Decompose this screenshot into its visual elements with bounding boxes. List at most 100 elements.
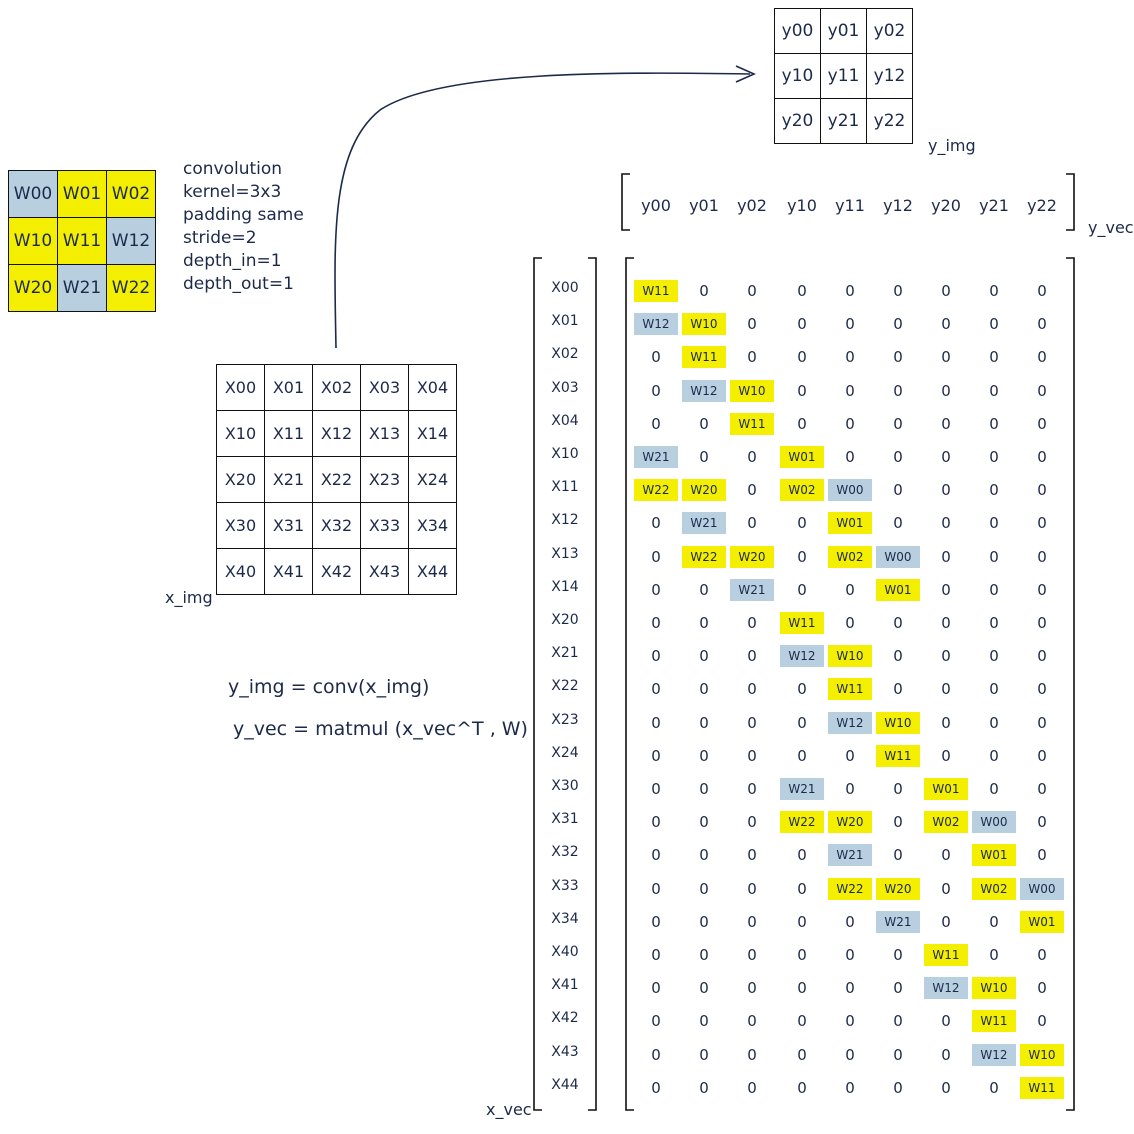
w-matrix-zero: 0	[699, 282, 709, 300]
w-matrix-zero: 0	[651, 879, 661, 898]
w-matrix-zero: 0	[893, 514, 903, 533]
w-matrix-zero: 0	[1037, 813, 1047, 832]
w-matrix-zero: 0	[1037, 481, 1047, 500]
w-matrix-zero: 0	[747, 680, 757, 699]
w-matrix-weight: W10	[876, 711, 920, 734]
w-matrix-zero: 0	[941, 448, 951, 466]
x-vec-item: X43	[551, 1043, 579, 1060]
w-matrix-zero: 0	[797, 912, 807, 931]
y-img-cell: y02	[866, 8, 913, 54]
kernel-cell: W10	[8, 217, 58, 265]
w-matrix-zero: 0	[893, 448, 903, 466]
w-matrix-zero: 0	[989, 381, 999, 400]
w-matrix-zero: 0	[941, 912, 951, 931]
w-matrix-zero: 0	[797, 680, 807, 699]
x-vec-item: X42	[551, 1010, 579, 1027]
w-matrix-zero: 0	[845, 1045, 855, 1064]
w-matrix-weight: W02	[924, 811, 968, 834]
x-img-cell: X40	[216, 548, 265, 595]
w-matrix-zero: 0	[747, 614, 757, 632]
w-matrix-zero: 0	[797, 580, 807, 599]
w-matrix-zero: 0	[1037, 746, 1047, 765]
conv-arrow	[334, 65, 756, 349]
w-matrix-zero: 0	[747, 746, 757, 765]
w-matrix-zero: 0	[747, 348, 757, 367]
w-matrix-zero: 0	[699, 746, 709, 765]
x-vec-item: X41	[551, 977, 579, 994]
w-matrix-zero: 0	[989, 547, 999, 566]
w-matrix-weight: W22	[634, 479, 678, 502]
w-matrix-zero: 0	[1037, 547, 1047, 566]
w-matrix-zero: 0	[747, 647, 757, 666]
w-matrix-zero: 0	[1037, 946, 1047, 964]
w-matrix-zero: 0	[1037, 381, 1047, 400]
w-matrix-weight: W22	[682, 545, 726, 568]
w-matrix-weight: W21	[634, 446, 678, 468]
w-matrix-zero: 0	[797, 1078, 807, 1097]
x-vec-item: X22	[551, 678, 579, 695]
w-matrix-zero: 0	[699, 647, 709, 666]
w-matrix-zero: 0	[651, 647, 661, 666]
x-img-cell: X41	[264, 548, 313, 595]
w-matrix-zero: 0	[941, 1045, 951, 1064]
w-matrix-zero: 0	[893, 614, 903, 632]
y-vec-item: y21	[979, 196, 1009, 215]
y-img-cell: y21	[820, 98, 867, 144]
w-matrix-zero: 0	[699, 448, 709, 466]
x-img-cell: X44	[408, 548, 457, 595]
w-matrix-zero: 0	[941, 315, 951, 334]
w-matrix-zero: 0	[651, 381, 661, 400]
w-matrix-zero: 0	[1037, 713, 1047, 732]
w-matrix-zero: 0	[845, 780, 855, 798]
w-matrix-zero: 0	[651, 348, 661, 367]
w-matrix-zero: 0	[845, 282, 855, 300]
equation-yimg: y_img = conv(x_img)	[228, 676, 430, 698]
y-vec-item: y22	[1027, 196, 1057, 215]
y-img-cell: y12	[866, 53, 913, 99]
kernel-cell: W12	[106, 217, 156, 265]
w-matrix-zero: 0	[797, 1045, 807, 1064]
w-matrix-zero: 0	[699, 912, 709, 931]
w-matrix-weight: W21	[828, 844, 872, 867]
w-matrix-zero: 0	[651, 979, 661, 998]
w-matrix-zero: 0	[989, 315, 999, 334]
w-matrix-weight: W00	[876, 545, 920, 568]
w-matrix-zero: 0	[1037, 1012, 1047, 1031]
w-matrix-zero: 0	[651, 946, 661, 964]
w-matrix-zero: 0	[893, 813, 903, 832]
x-img-cell: X11	[264, 410, 313, 457]
w-matrix-weight: W10	[730, 379, 774, 402]
w-matrix-zero: 0	[989, 348, 999, 367]
y-vec-item: y02	[737, 196, 767, 215]
w-matrix-zero: 0	[893, 680, 903, 699]
w-matrix-zero: 0	[941, 879, 951, 898]
w-matrix-zero: 0	[845, 348, 855, 367]
w-matrix-weight: W11	[972, 1010, 1016, 1033]
w-matrix-zero: 0	[797, 713, 807, 732]
w-matrix-zero: 0	[797, 547, 807, 566]
w-matrix-zero: 0	[651, 547, 661, 566]
y-vec-item: y12	[883, 196, 913, 215]
w-matrix-zero: 0	[699, 979, 709, 998]
w-matrix-zero: 0	[845, 1012, 855, 1031]
x-vec-item: X23	[551, 711, 579, 728]
w-matrix-zero: 0	[699, 1045, 709, 1064]
w-matrix-zero: 0	[845, 946, 855, 964]
w-matrix-weight: W12	[634, 313, 678, 336]
w-matrix-zero: 0	[1037, 614, 1047, 632]
equation-yvec: y_vec = matmul (x_vec^T , W)	[233, 718, 528, 740]
w-matrix-zero: 0	[989, 448, 999, 466]
w-matrix-zero: 0	[1037, 514, 1047, 533]
x-img-cell: X24	[408, 456, 457, 503]
w-matrix-weight: W02	[828, 545, 872, 568]
x-vec-item: X13	[551, 545, 579, 562]
w-matrix-zero: 0	[797, 315, 807, 334]
w-matrix-weight: W01	[780, 446, 824, 468]
x-img-label: x_img	[165, 588, 213, 607]
x-vec-brackets	[533, 257, 597, 1111]
x-img-cell: X14	[408, 410, 457, 457]
w-matrix-zero: 0	[747, 780, 757, 798]
w-matrix-zero: 0	[989, 481, 999, 500]
